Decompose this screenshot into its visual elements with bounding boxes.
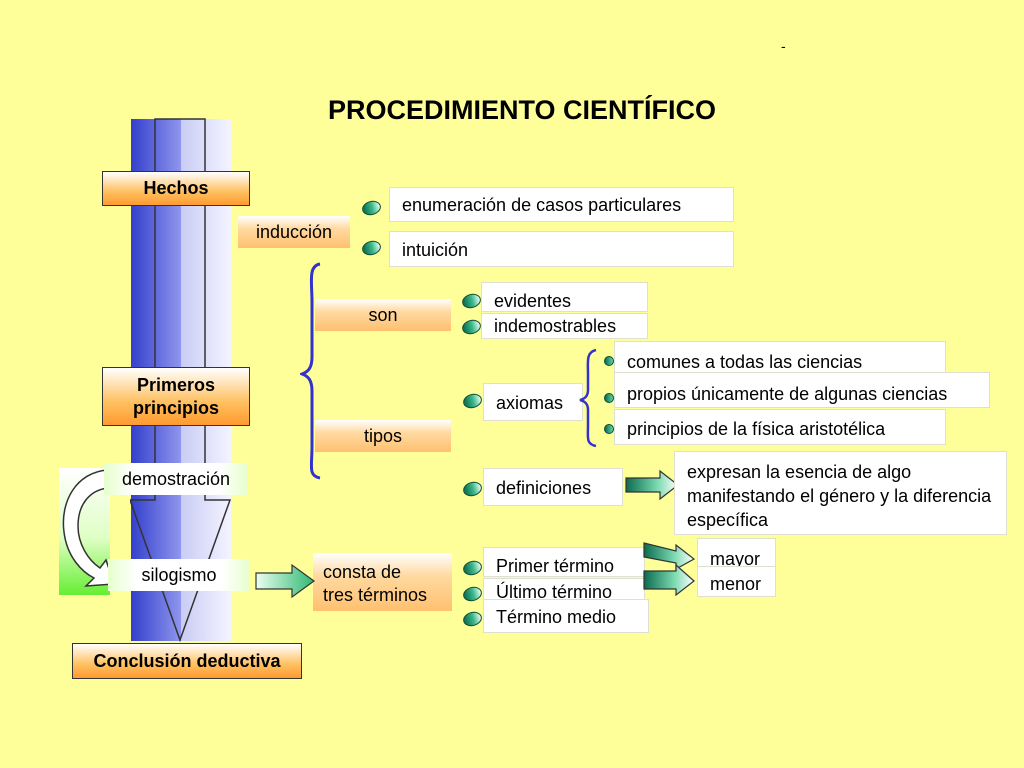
bullet-icon [604,393,614,403]
bullet-icon [604,424,614,434]
hechos-box: Hechos [102,171,250,206]
termino-arrows-icon [643,542,696,597]
tipos-tag: tipos [315,420,451,452]
consta-tag: consta de tres términos [313,553,452,611]
definiciones-text: expresan la esencia de algo manifestando… [674,451,1007,535]
termino-item: Término medio [483,599,649,633]
son-tag: son [315,299,451,331]
son-item: indemostrables [481,313,648,339]
bullet-icon [461,609,484,629]
bullet-icon [360,198,383,218]
bullet-icon [360,238,383,258]
slide-mark: - [781,38,786,54]
definiciones-arrow-icon [625,469,679,501]
bullet-icon [461,391,484,411]
conclusion-deductiva-box: Conclusión deductiva [72,643,302,679]
axiomas-item: comunes a todas las ciencias [614,341,946,377]
silogismo-arrow-icon [255,563,316,599]
primeros-principios-box: Primeros principios [102,367,250,426]
demostracion-tag: demostración [104,463,248,495]
induccion-item: intuición [389,231,734,267]
curved-arrow-icon [62,469,116,587]
bullet-icon [461,584,484,604]
bullet-icon [461,479,484,499]
axiomas-box: axiomas [483,383,583,421]
termino-result: menor [697,566,776,597]
son-item: evidentes [481,282,648,312]
page-title: PROCEDIMIENTO CIENTÍFICO [327,95,717,125]
silogismo-tag: silogismo [108,559,250,591]
axiomas-item: propios únicamente de algunas ciencias [614,372,990,408]
induccion-tag: inducción [238,216,350,248]
bullet-icon [461,558,484,578]
induccion-item: enumeración de casos particulares [389,187,734,222]
tipos-bracket-icon [300,262,321,480]
axiomas-item: principios de la física aristotélica [614,409,946,445]
bullet-icon [460,317,483,337]
axiomas-bracket-icon [579,348,597,448]
bullet-icon [460,291,483,311]
definiciones-box: definiciones [483,468,623,506]
bullet-icon [604,356,614,366]
termino-item: Primer término [483,547,645,577]
